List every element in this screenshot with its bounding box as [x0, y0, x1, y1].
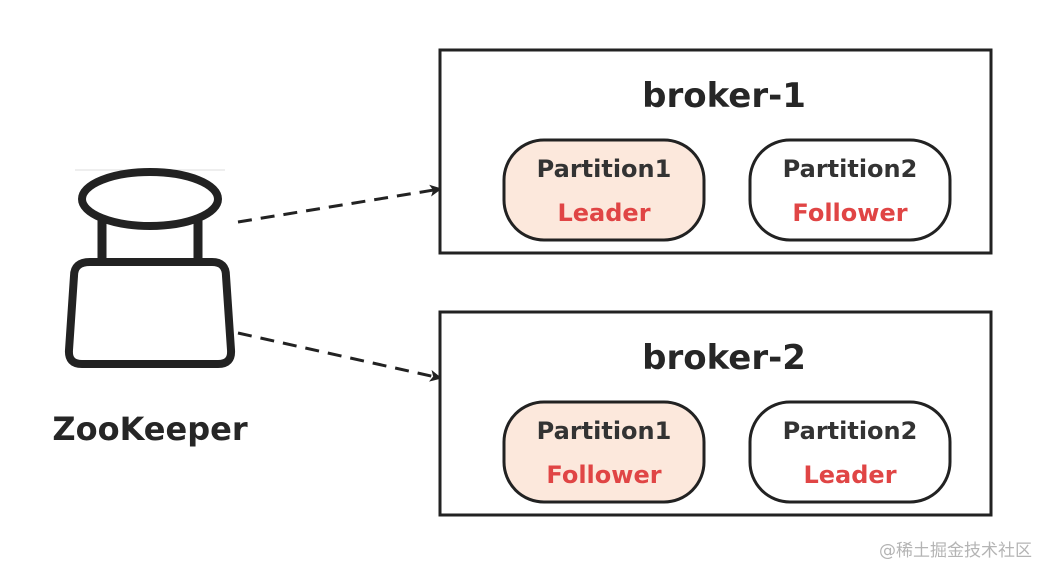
broker-2-partition2: Partition2 Leader [748, 400, 952, 504]
zookeeper-label: ZooKeeper [52, 410, 247, 448]
watermark: @稀土掘金技术社区 [879, 541, 1032, 561]
broker-1-partition1: Partition1 Leader [502, 138, 706, 242]
broker-1-title: broker-1 [642, 76, 806, 116]
partition-role: Follower [792, 199, 907, 227]
broker-2-partition1: Partition1 Follower [502, 400, 706, 504]
broker-2-box: broker-2 Partition1 Follower Partition2 … [438, 310, 993, 517]
zookeeper-icon [64, 168, 236, 368]
arrow-to-broker-2 [237, 331, 442, 382]
broker-2-title: broker-2 [642, 338, 806, 378]
broker-1-partition2: Partition2 Follower [748, 138, 952, 242]
partition-name: Partition2 [783, 155, 918, 183]
partition-name: Partition2 [783, 417, 918, 445]
arrow-to-broker-1 [237, 184, 442, 224]
partition-name: Partition1 [537, 155, 672, 183]
partition-name: Partition1 [537, 417, 672, 445]
broker-1-box: broker-1 Partition1 Leader Partition2 Fo… [438, 48, 993, 255]
partition-role: Follower [546, 461, 661, 489]
partition-role: Leader [803, 461, 896, 489]
partition-role: Leader [557, 199, 650, 227]
